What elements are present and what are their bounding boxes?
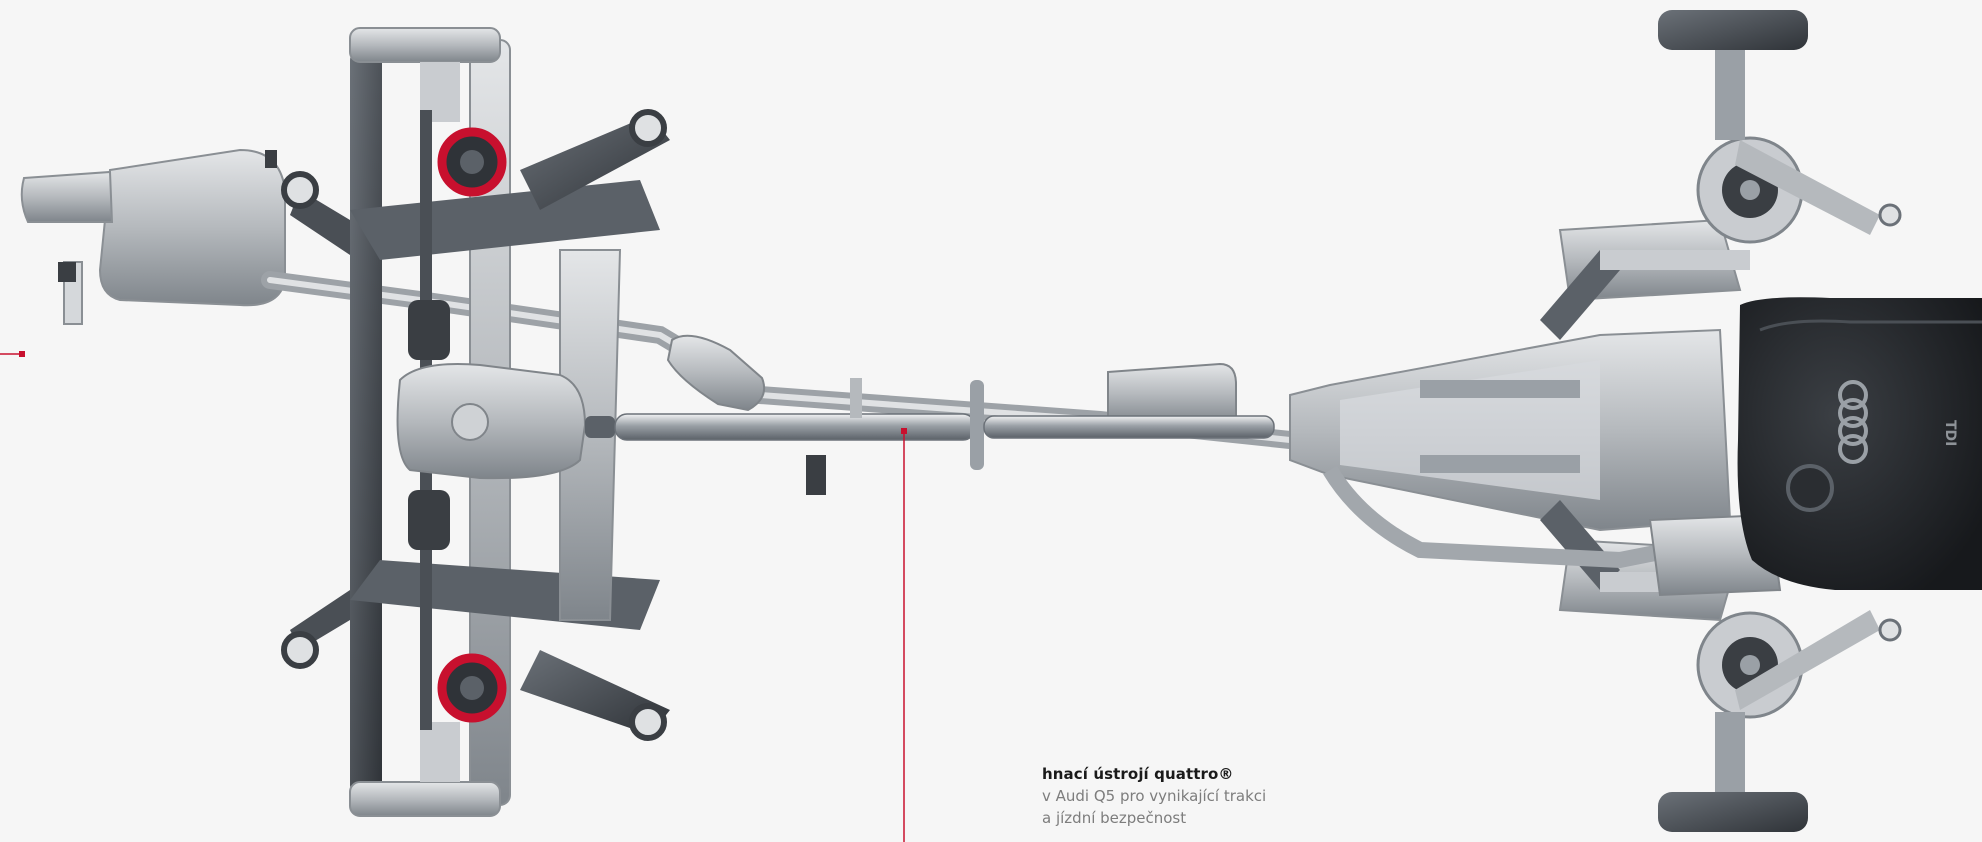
rear-differential — [396, 363, 587, 480]
transmission — [1289, 328, 1732, 532]
engine-badge: TDI — [1942, 420, 1958, 446]
callout-leader-left — [0, 351, 25, 357]
rear-coil-springs — [437, 127, 507, 723]
muffler — [20, 148, 286, 325]
engine: TDI — [1737, 297, 1982, 590]
rear-subframe — [290, 39, 670, 806]
drivetrain-callout: hnací ústrojí quattro® v Audi Q5 pro vyn… — [1042, 763, 1372, 829]
callout-line-1: v Audi Q5 pro vynikající trakci — [1042, 787, 1267, 805]
front-brake-discs — [1658, 10, 1808, 832]
four-rings-logo — [1838, 380, 1868, 464]
callout-leader-shaft — [901, 428, 907, 842]
rear-hubs — [349, 27, 501, 817]
rear-control-arm-bushings — [281, 109, 667, 741]
callout-title: hnací ústrojí quattro® — [1042, 765, 1234, 783]
callout-line-2: a jízdní bezpečnost — [1042, 809, 1187, 827]
propeller-shaft — [585, 378, 1275, 495]
catalytic-converter — [666, 334, 1237, 426]
front-struts — [1735, 140, 1902, 710]
